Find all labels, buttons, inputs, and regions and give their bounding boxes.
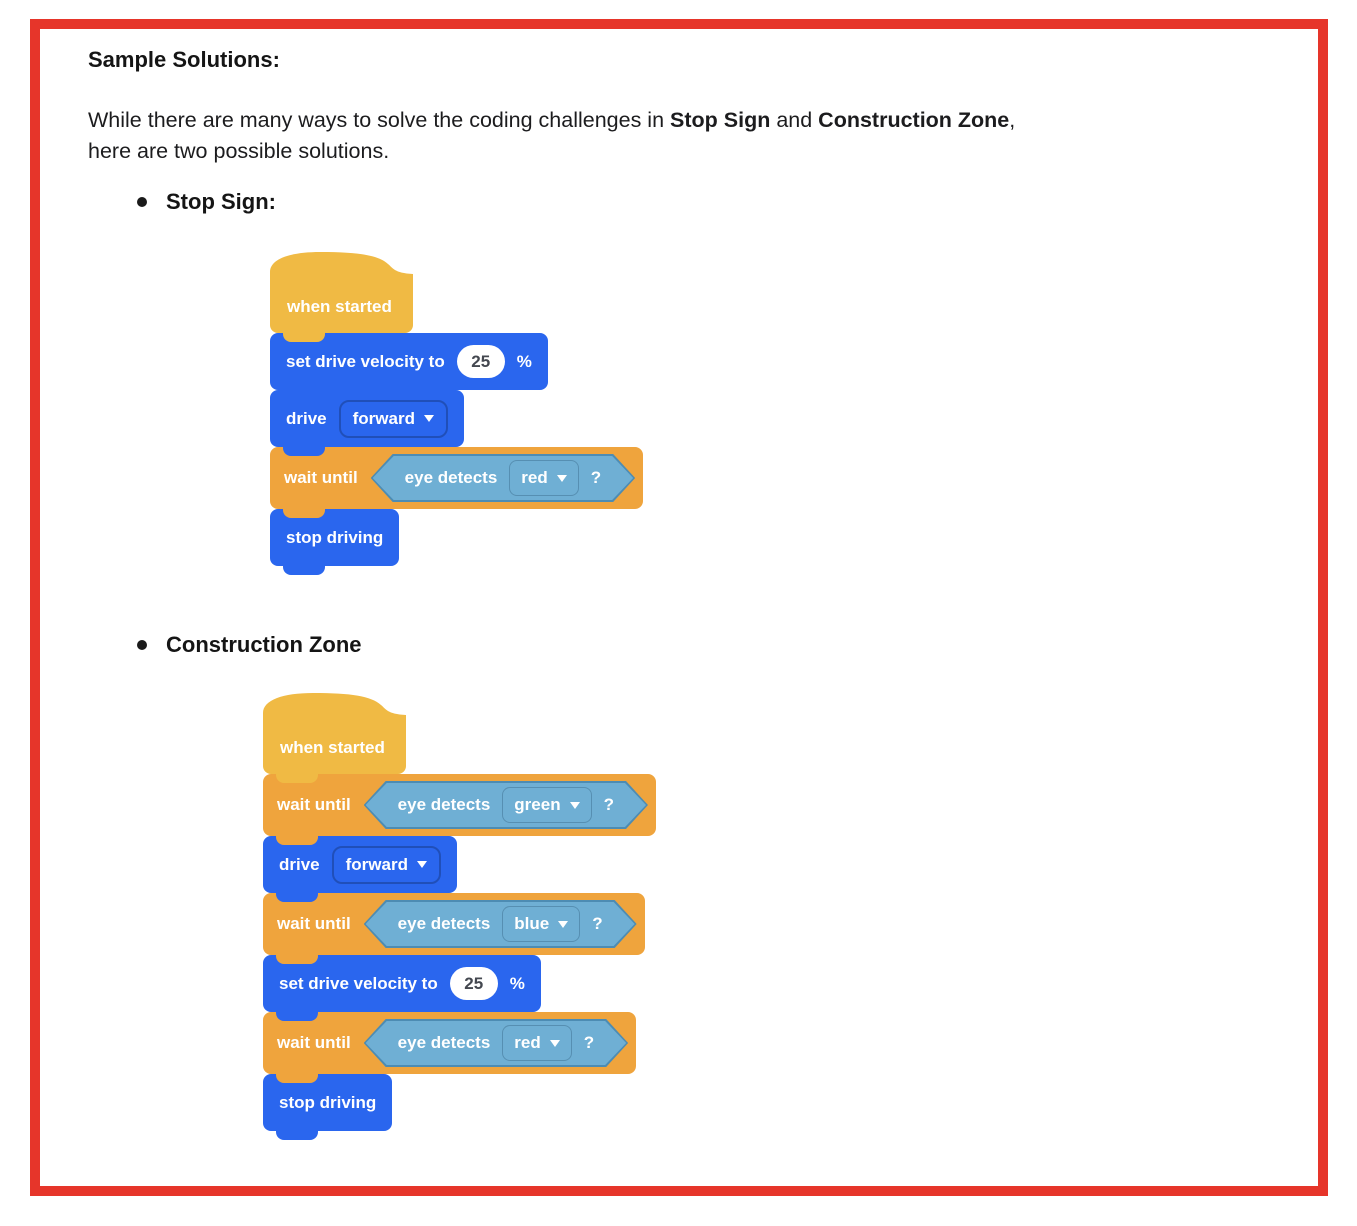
- bullet-icon: [137, 640, 147, 650]
- block-wait-until[interactable]: wait until eye detects green ?: [263, 774, 656, 845]
- intro-bold-stop-sign: Stop Sign: [670, 108, 771, 132]
- dropdown-value: red: [514, 1033, 541, 1052]
- question-mark-label: ?: [603, 795, 614, 814]
- color-dropdown[interactable]: blue: [502, 906, 580, 942]
- direction-dropdown[interactable]: forward: [331, 845, 441, 884]
- list-item-label: Stop Sign:: [166, 189, 276, 214]
- block-label: wait until: [284, 468, 358, 487]
- dropdown-caret-icon: [557, 475, 567, 482]
- intro-text: While there are many ways to solve the c…: [88, 108, 671, 132]
- block-wait-until[interactable]: wait until eye detects red ?: [270, 447, 644, 518]
- list-item-label: Construction Zone: [166, 632, 362, 657]
- condition-label: eye detects: [397, 914, 491, 933]
- block-label: stop driving: [286, 527, 384, 547]
- block-label: wait until: [277, 1033, 351, 1052]
- question-mark-label: ?: [583, 1033, 595, 1052]
- unit-label: %: [509, 973, 525, 993]
- intro-text: ,: [1009, 108, 1016, 132]
- dropdown-caret-icon: [423, 415, 434, 422]
- hat-dome-shape: [263, 693, 406, 722]
- eye-detects-boolean[interactable]: eye detects red ?: [371, 454, 635, 502]
- dropdown-caret-icon: [550, 1040, 560, 1047]
- eye-detects-boolean[interactable]: eye detects green ?: [364, 781, 648, 829]
- block-set-drive-velocity[interactable]: set drive velocity to 25 %: [270, 333, 548, 399]
- intro-text: and: [770, 108, 819, 132]
- intro-line-2: here are two possible solutions.: [88, 139, 390, 163]
- block-drive[interactable]: drive forward: [263, 836, 457, 902]
- dropdown-value: green: [514, 795, 561, 814]
- block-wait-until[interactable]: wait until eye detects blue ?: [263, 893, 645, 964]
- block-wait-until[interactable]: wait until eye detects red ?: [263, 1012, 637, 1083]
- block-label: stop driving: [279, 1092, 377, 1112]
- block-tab: [276, 1130, 318, 1140]
- block-tab: [276, 835, 318, 845]
- block-set-drive-velocity[interactable]: set drive velocity to 25 %: [263, 955, 541, 1021]
- block-tab: [276, 954, 318, 964]
- block-tab: [283, 446, 325, 456]
- unit-label: %: [516, 351, 532, 371]
- stop-sign-block-stack: when started set drive velocity to 25 % …: [270, 251, 1318, 575]
- dropdown-value: blue: [514, 914, 550, 933]
- block-label: drive: [286, 408, 327, 428]
- block-when-started[interactable]: when started: [270, 251, 413, 342]
- block-tab: [276, 773, 318, 783]
- block-label: wait until: [277, 795, 351, 814]
- dropdown-value: forward: [345, 854, 408, 874]
- question-mark-label: ?: [592, 914, 603, 933]
- condition-label: eye detects: [397, 1033, 491, 1052]
- block-tab: [283, 565, 325, 575]
- block-label: when started: [287, 297, 392, 316]
- direction-dropdown[interactable]: forward: [338, 399, 448, 438]
- velocity-value-input[interactable]: 25: [449, 967, 498, 1000]
- block-stop-driving[interactable]: stop driving: [263, 1074, 393, 1140]
- block-label: drive: [279, 854, 320, 874]
- block-label: set drive velocity to: [286, 351, 445, 371]
- question-mark-label: ?: [590, 468, 602, 487]
- dropdown-value: red: [521, 468, 548, 487]
- color-dropdown[interactable]: red: [502, 1025, 571, 1061]
- intro-bold-construction-zone: Construction Zone: [818, 108, 1010, 132]
- dropdown-caret-icon: [416, 861, 427, 868]
- page-border: Sample Solutions: While there are many w…: [30, 19, 1328, 1196]
- hat-dome-shape: [270, 252, 413, 281]
- bullet-icon: [137, 197, 147, 207]
- construction-zone-block-stack: when started wait until eye detects gree…: [263, 692, 1318, 1140]
- list-item-stop-sign: Stop Sign:: [137, 189, 1318, 215]
- velocity-value-input[interactable]: 25: [456, 345, 505, 378]
- block-tab: [276, 1073, 318, 1083]
- block-when-started[interactable]: when started: [263, 692, 406, 783]
- color-dropdown[interactable]: red: [509, 460, 578, 496]
- eye-detects-boolean[interactable]: eye detects red ?: [364, 1019, 628, 1067]
- color-dropdown[interactable]: green: [502, 787, 591, 823]
- block-drive[interactable]: drive forward: [270, 390, 464, 456]
- document-content: Sample Solutions: While there are many w…: [40, 29, 1318, 1186]
- dropdown-value: forward: [352, 408, 415, 428]
- block-tab: [283, 389, 325, 399]
- block-label: wait until: [277, 914, 351, 933]
- block-label: set drive velocity to: [279, 973, 438, 993]
- eye-detects-boolean[interactable]: eye detects blue ?: [364, 900, 637, 948]
- dropdown-caret-icon: [558, 921, 568, 928]
- page-title: Sample Solutions:: [88, 47, 280, 72]
- intro-paragraph: While there are many ways to solve the c…: [88, 105, 1228, 167]
- block-stop-driving[interactable]: stop driving: [270, 509, 400, 575]
- condition-label: eye detects: [397, 795, 491, 814]
- block-tab: [276, 1011, 318, 1021]
- condition-label: eye detects: [404, 468, 498, 487]
- block-tab: [283, 332, 325, 342]
- block-label: when started: [280, 738, 385, 757]
- dropdown-caret-icon: [570, 802, 580, 809]
- list-item-construction-zone: Construction Zone: [137, 632, 1318, 658]
- block-tab: [283, 508, 325, 518]
- block-tab: [276, 892, 318, 902]
